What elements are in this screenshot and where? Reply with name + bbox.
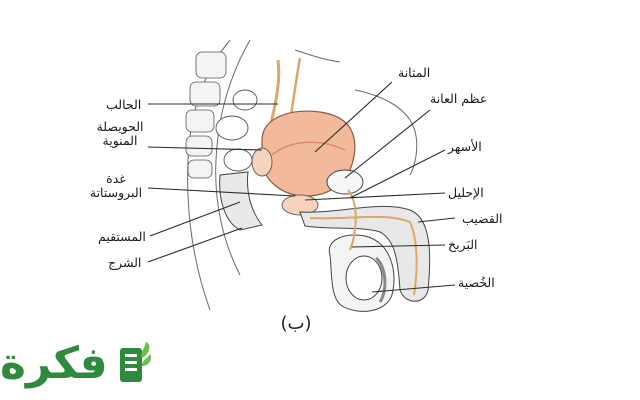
epididymis-shape — [374, 256, 387, 303]
label-prostate: غدة البروستاتة — [84, 172, 148, 200]
figure-caption: (ب) — [280, 313, 312, 334]
label-seminal-vesicle-line1: الحويصلة — [96, 119, 144, 134]
vas-deferens-shape — [347, 189, 357, 251]
label-bladder: المثانة — [398, 65, 431, 80]
label-prostate-line1: غدة — [106, 171, 126, 186]
pubic-bone-shape — [326, 169, 364, 195]
label-pubic-bone: عظم العانة — [430, 91, 488, 106]
label-vas-deferens: الأسهر — [448, 139, 482, 154]
label-epididymis: البَربخ — [448, 237, 478, 252]
label-anus: الشرج — [108, 255, 142, 270]
intestine-loops — [215, 89, 258, 172]
label-seminal-vesicle: الحويصلة المنوية — [92, 120, 148, 148]
seminal-vesicle-shape — [251, 147, 273, 177]
rectum-shape — [219, 171, 263, 231]
brand-logo-text: فكرة — [0, 338, 108, 389]
notebook-leaf-icon — [120, 342, 152, 382]
sacrum — [185, 51, 227, 179]
testis-shape — [345, 255, 383, 301]
label-penis: القضيب — [462, 211, 503, 226]
label-prostate-line2: البروستاتة — [89, 185, 143, 200]
label-seminal-vesicle-line2: المنوية — [102, 133, 138, 148]
label-ureter: الحالب — [106, 97, 142, 112]
penis-shape — [299, 205, 431, 302]
label-rectum: المستقيم — [98, 229, 146, 244]
label-urethra: الإحليل — [448, 185, 484, 200]
label-testis: الخُصية — [458, 275, 495, 290]
leader-lines — [147, 81, 456, 293]
